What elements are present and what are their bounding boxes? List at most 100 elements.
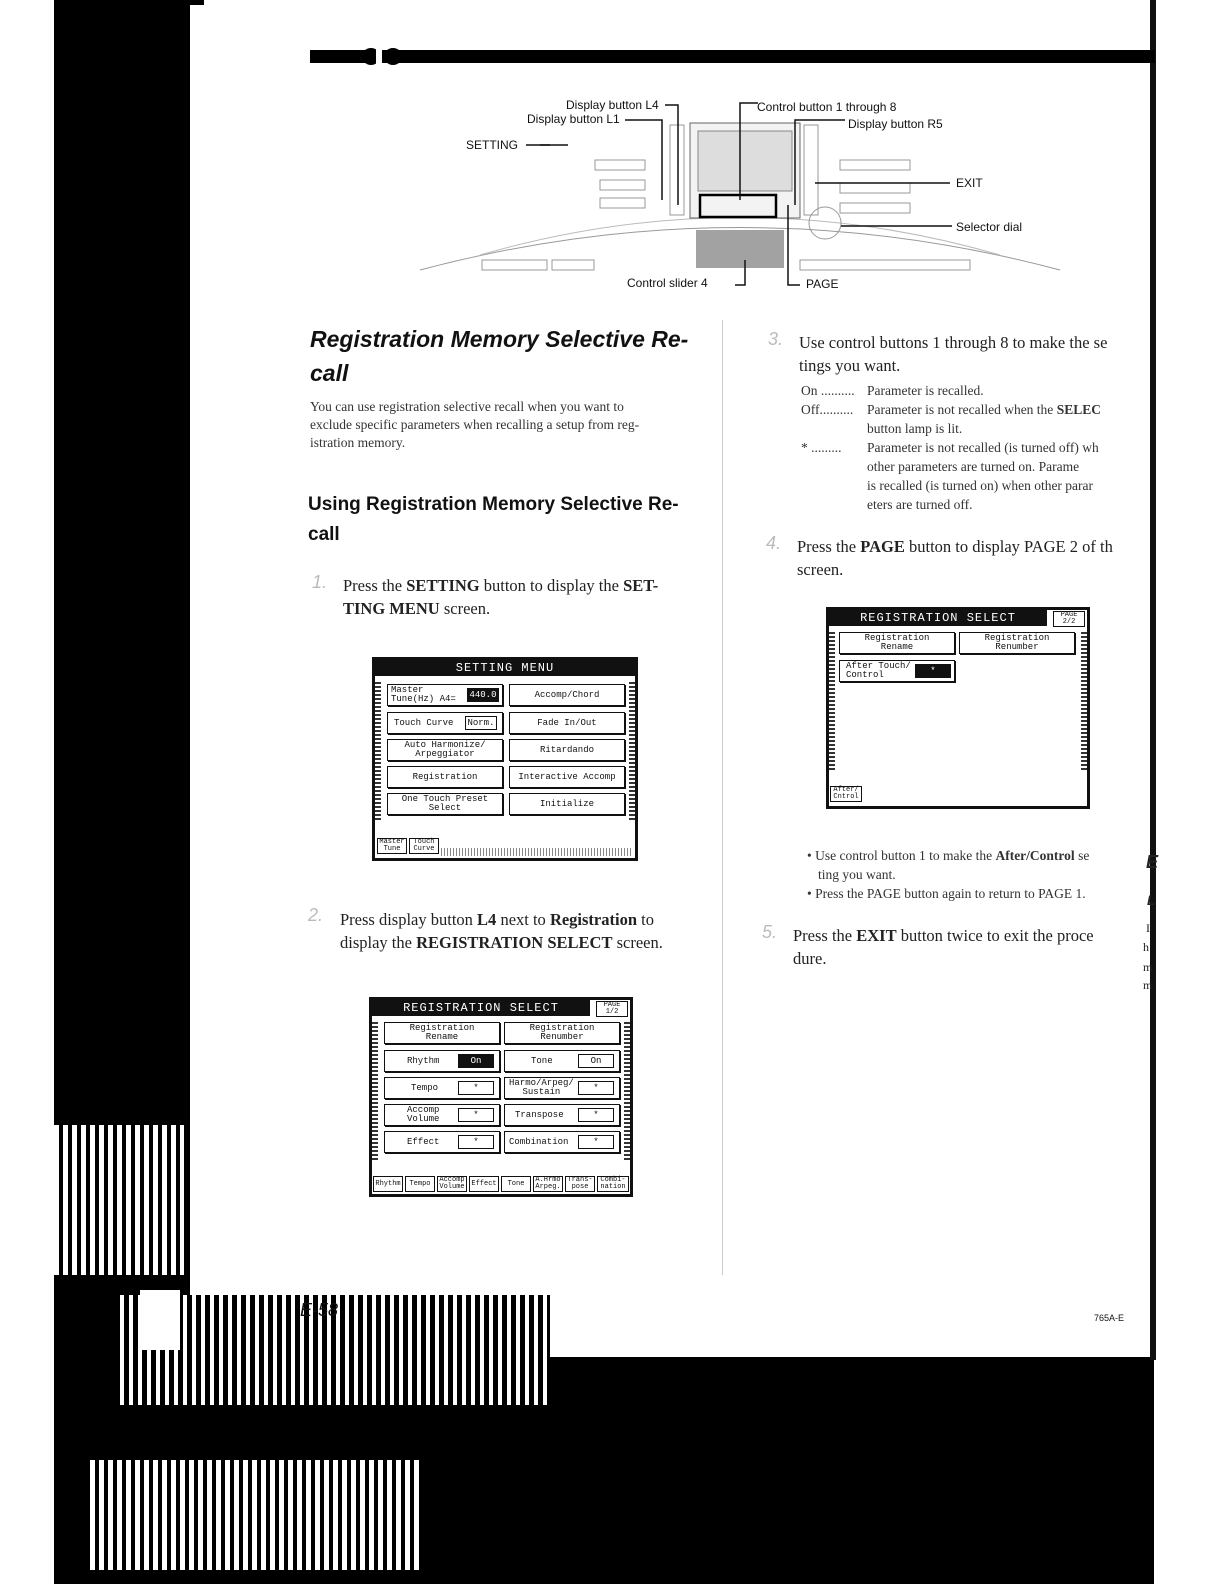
margin-fragment: m <box>1143 978 1153 992</box>
screen-side-markers <box>1081 630 1087 770</box>
accomp-chord-button[interactable]: Accomp/Chord <box>509 684 625 706</box>
interactive-accomp-button[interactable]: Interactive Accomp <box>509 766 625 788</box>
button-label: Registration <box>529 1023 595 1033</box>
text-run: • Use control button 1 to make the <box>807 848 996 863</box>
step-number: 4. <box>766 533 782 553</box>
button-label: Registration <box>984 633 1050 643</box>
scan-stripes <box>54 1125 184 1275</box>
button-label: Accomp <box>407 1105 440 1115</box>
scan-stripes <box>120 1295 550 1405</box>
tab-auto-harmonize[interactable]: A.Hrmo Arpeg. <box>533 1176 563 1192</box>
tab-tempo[interactable]: Tempo <box>405 1176 435 1192</box>
fade-in-out-button[interactable]: Fade In/Out <box>509 712 625 734</box>
screen-side-markers <box>372 1020 378 1160</box>
button-label: Initialize <box>539 798 594 809</box>
button-label: Tempo <box>411 1082 439 1093</box>
definition-text: Parameter is not recalled (is turned off… <box>867 440 1099 455</box>
tab-tone[interactable]: Tone <box>501 1176 531 1192</box>
tab-rhythm[interactable]: Rhythm <box>373 1176 403 1192</box>
button-label: Tune(Hz) A4= <box>391 694 456 704</box>
step-number: 2. <box>308 905 324 925</box>
step-1-text: Press the SETTING button to display the … <box>343 574 723 620</box>
list-item: • Press the PAGE button again to return … <box>807 886 1086 901</box>
callout-display-r5: Display button R5 <box>848 117 943 131</box>
intro-line: exclude specific parameters when recalli… <box>310 417 640 432</box>
text-run: screen. <box>612 933 663 952</box>
tab-label: Touch <box>413 838 435 846</box>
harmo-arpeg-sustain-value: * <box>578 1081 614 1095</box>
intro-line: You can use registration selective recal… <box>310 399 624 414</box>
tab-effect[interactable]: Effect <box>469 1176 499 1192</box>
combination-value: * <box>578 1135 614 1149</box>
text-run: next to <box>496 910 550 929</box>
button-label: Rename <box>880 642 914 652</box>
text-run-bold: L4 <box>477 910 497 929</box>
tab-label: Cntrol <box>833 793 859 801</box>
screen-side-markers <box>624 1020 630 1160</box>
tab-label: Tune <box>383 845 401 853</box>
tab-label: Master <box>379 838 405 846</box>
initialize-button[interactable]: Initialize <box>509 793 625 815</box>
screen-side-markers <box>829 630 835 770</box>
text-run: screen. <box>439 599 491 618</box>
button-label: Combination <box>509 1136 569 1147</box>
definition-text: Parameter is not recalled when the <box>867 402 1057 417</box>
tab-transpose[interactable]: Trans- pose <box>565 1176 595 1192</box>
master-tune-value: 440.0 <box>467 688 499 702</box>
button-label: Renumber <box>540 1032 584 1042</box>
step-4-text: Press the PAGE button to display PAGE 2 … <box>797 535 1149 581</box>
touch-curve-value: Norm. <box>465 716 497 730</box>
button-label: Auto Harmonize/ <box>404 740 486 750</box>
text-run-bold: SET- <box>623 576 659 595</box>
button-label: Ritardando <box>539 744 594 755</box>
button-label: Accomp/Chord <box>534 689 600 700</box>
text-run-bold: After/Control <box>995 848 1075 863</box>
step-5-text: Press the EXIT button twice to exit the … <box>793 924 1151 970</box>
scan-right-border <box>1150 0 1156 1360</box>
button-label: Effect <box>407 1136 440 1147</box>
rhythm-value: On <box>458 1054 494 1068</box>
transpose-value: * <box>578 1108 614 1122</box>
button-label: Sustain <box>522 1087 561 1097</box>
callout-page: PAGE <box>806 277 839 291</box>
definition-text: eters are turned off. <box>867 497 973 512</box>
tab-combination[interactable]: Combi- nation <box>597 1176 629 1192</box>
subsection-title-line: Using Registration Memory Selective Re- <box>308 494 679 515</box>
button-label: Renumber <box>995 642 1039 652</box>
tab-after-control[interactable]: After/Cntrol <box>830 786 862 802</box>
button-label: Rhythm <box>407 1055 440 1066</box>
callout-control-buttons: Control button 1 through 8 <box>757 100 897 114</box>
text-run: button twice to exit the proce <box>896 926 1094 945</box>
definition-term: Off.......... <box>801 402 854 417</box>
tab-accomp-volume[interactable]: Accomp Volume <box>437 1176 467 1192</box>
scan-gap <box>140 1290 180 1350</box>
button-label: Transpose <box>515 1109 564 1120</box>
definition-text: Parameter is recalled. <box>867 383 984 398</box>
step-3-text: Use control buttons 1 through 8 to make … <box>799 331 1151 377</box>
list-item: • Use control button 1 to make the After… <box>807 846 1151 865</box>
section-title-line: call <box>310 360 349 386</box>
column-divider <box>722 320 723 1275</box>
text-run-bold: PAGE <box>860 537 905 556</box>
margin-fragment: m <box>1143 960 1153 974</box>
screen-side-markers <box>375 680 381 820</box>
ritardando-button[interactable]: Ritardando <box>509 739 625 761</box>
margin-fragment: E <box>1146 852 1159 872</box>
definition-term: * ......... <box>801 440 842 455</box>
text-line: screen. <box>797 560 844 579</box>
callout-exit: EXIT <box>956 176 983 190</box>
button-label: Harmo/Arpeg/ <box>509 1078 574 1088</box>
tab-label: Curve <box>413 845 435 853</box>
registration-button[interactable]: Registration <box>387 766 503 788</box>
auto-harmonize-button[interactable]: Auto Harmonize/Arpeggiator <box>387 739 503 761</box>
callout-control-slider: Control slider 4 <box>627 276 708 290</box>
